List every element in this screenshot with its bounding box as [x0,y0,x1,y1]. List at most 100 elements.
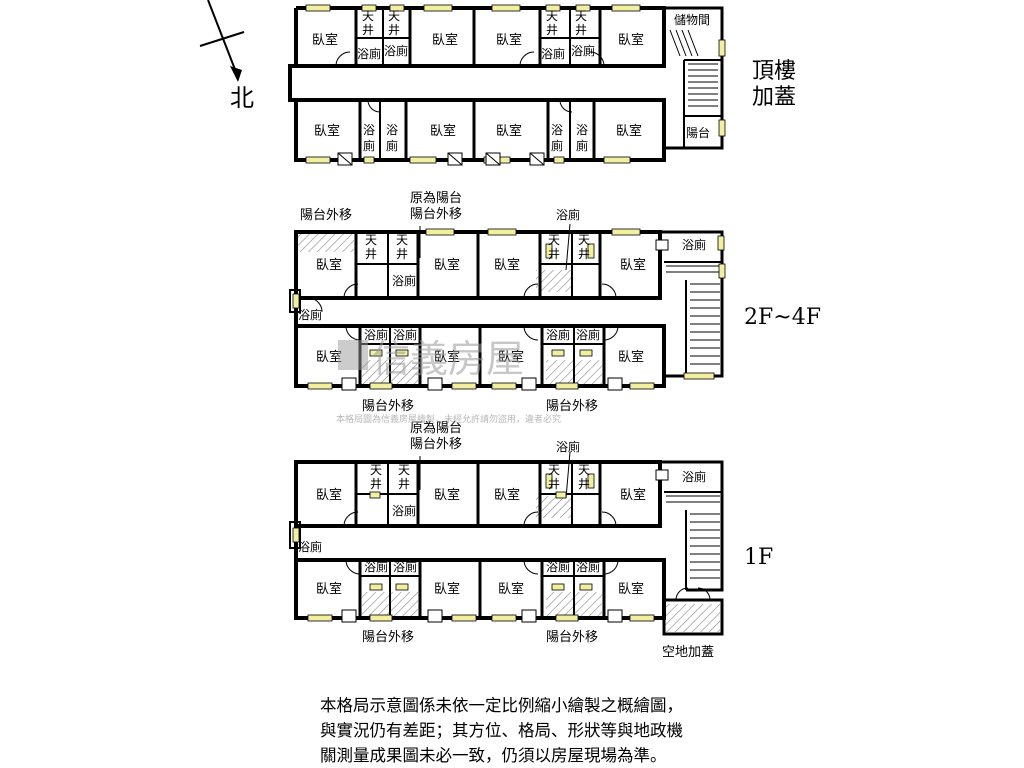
lightwell-label: 天 [548,463,560,477]
lightwell-label: 井 [578,477,590,491]
annotation-original-balcony: 原為陽台 [410,420,462,436]
lightwell-label: 井 [362,23,374,37]
room-bath: 浴廁 [546,327,570,342]
lightwell-label: 井 [548,247,560,261]
room-bedroom: 臥室 [498,581,524,597]
lightwell-label: 井 [370,477,382,491]
annotation-balcony-moved: 陽台外移 [546,399,598,414]
annotation-original-balcony: 陽台外移 [410,437,462,452]
lightwell-label: 天 [365,233,377,247]
annotation-balcony-moved: 陽台外移 [300,208,352,223]
room-bedroom: 臥室 [620,487,646,503]
room-bedroom: 臥室 [434,257,460,273]
room-balcony: 陽台 [686,125,710,140]
annotation-original-balcony: 原為陽台 [410,190,462,206]
room-bedroom: 臥室 [430,123,456,139]
room-bedroom: 臥室 [618,32,644,48]
room-bath: 浴廁 [571,43,595,58]
annotation-original-balcony: 陽台外移 [410,207,462,222]
room-storage: 儲物間 [674,13,710,27]
watermark-brand: 信義房屋 [372,337,524,381]
room-bedroom: 臥室 [618,349,644,365]
floor-label-roof: 加蓋 [752,85,796,110]
lightwell-label: 井 [398,477,410,491]
room-bath-char: 廁 [386,138,398,153]
lightwell-label: 井 [546,23,558,37]
room-bath-char: 浴 [551,123,563,137]
compass-needle [207,0,237,73]
lightwell-label: 井 [388,23,400,37]
lightwell-label: 天 [548,233,560,247]
room-bath: 浴廁 [357,46,381,61]
room-bath-char: 浴 [386,123,398,137]
room-bath-char: 浴 [576,123,588,137]
annotation-vacant-extension: 空地加蓋 [662,645,714,660]
lightwell-label: 天 [578,463,590,477]
lightwell-label: 井 [548,477,560,491]
room-bath-char: 廁 [363,138,375,153]
room-bedroom: 臥室 [494,257,520,273]
room-bath-char: 浴 [363,123,375,137]
room-bedroom: 臥室 [434,487,460,503]
room-bath: 浴廁 [364,559,388,574]
lightwell-label: 天 [388,9,400,23]
floor-plan-2f-4f: 臥室 臥室 臥室 臥室 臥室 臥室 臥室 臥室 天 井 天 井 天 井 天 井 … [289,190,726,414]
room-bath: 浴廁 [298,307,322,322]
lightwell-label: 井 [396,247,408,261]
lightwell-label: 天 [396,233,408,247]
room-bath: 浴廁 [392,503,416,518]
room-bath: 浴廁 [541,46,565,61]
room-bedroom: 臥室 [496,32,522,48]
watermark-notice: 本格局圖為信義房屋繪製，未經允許請勿盜用，違者必究 [336,413,561,425]
watermark-logo-icon [338,340,368,370]
room-bedroom: 臥室 [618,581,644,597]
room-bath: 浴廁 [576,327,600,342]
lightwell-label: 天 [575,9,587,23]
room-bedroom: 臥室 [434,581,460,597]
disclaimer-line: 本格局示意圖係未依一定比例縮小繪製之概繪圖， [320,696,683,715]
room-bedroom: 臥室 [312,32,338,48]
room-bedroom: 臥室 [432,32,458,48]
annotation-balcony-moved: 陽台外移 [546,630,598,645]
room-bedroom: 臥室 [620,257,646,273]
room-bath: 浴廁 [364,327,388,342]
room-bath-char: 廁 [551,138,563,153]
lightwell-label: 井 [575,23,587,37]
room-bedroom: 臥室 [316,257,342,273]
room-bath-char: 廁 [576,138,588,153]
room-bath: 浴廁 [392,273,416,288]
room-bath: 浴廁 [298,539,322,554]
lightwell-label: 井 [578,247,590,261]
room-bath: 浴廁 [556,207,580,222]
floor-label-roof: 頂樓 [752,59,796,84]
room-bedroom: 臥室 [434,349,460,365]
lightwell-label: 天 [370,463,382,477]
compass-north-label: 北 [230,84,254,112]
room-bedroom: 臥室 [316,349,342,365]
room-bedroom: 臥室 [498,349,524,365]
compass-crossbar [199,31,245,47]
floor-plan-roof [288,6,724,162]
floor-plan-1f: 臥室 臥室 臥室 臥室 臥室 臥室 臥室 臥室 天 井 天 井 天 井 天 井 … [289,420,724,660]
compass-arrow-icon [230,66,242,82]
floor-label-1f: 1F [744,545,773,570]
room-bath: 浴廁 [393,559,417,574]
lightwell-label: 天 [398,463,410,477]
compass: 北 [199,0,254,112]
room-bedroom: 臥室 [316,581,342,597]
room-bedroom: 臥室 [496,123,522,139]
disclaimer-line: 關測量成果圖未必一致，仍須以房屋現場為準。 [320,746,667,765]
room-bath: 浴廁 [546,559,570,574]
floor-label-2f-4f: 2F~4F [744,305,821,330]
lightwell-label: 天 [578,233,590,247]
roof-room-labels: 臥室 臥室 臥室 臥室 臥室 臥室 臥室 臥室 天 井 天 井 天 井 天 井 … [312,9,710,153]
room-bedroom: 臥室 [316,487,342,503]
room-bath: 浴廁 [393,327,417,342]
room-bedroom: 臥室 [494,487,520,503]
disclaimer-line: 與實況仍有差距；其方位、格局、形狀等與地政機 [320,721,683,740]
room-bath: 浴廁 [682,469,706,484]
disclaimer-note: 本格局示意圖係未依一定比例縮小繪製之概繪圖， 與實況仍有差距；其方位、格局、形狀… [320,693,790,768]
room-bedroom: 臥室 [616,123,642,139]
room-bath: 浴廁 [682,237,706,252]
